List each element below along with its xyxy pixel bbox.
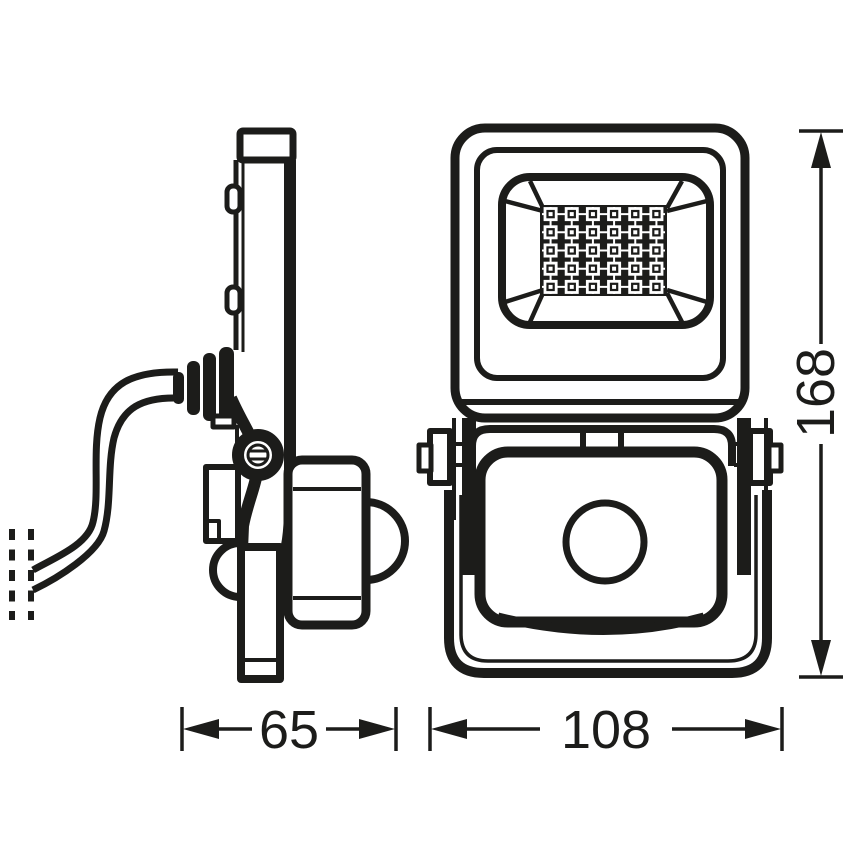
led-chip-die — [633, 284, 638, 289]
stirrup-outer — [444, 490, 772, 678]
corner-line — [527, 180, 546, 209]
side-lens-bump — [209, 539, 241, 601]
led-chip-die — [633, 266, 638, 271]
sensor-module-front — [468, 425, 736, 635]
arrow-left — [183, 719, 219, 739]
led-chip-die — [590, 248, 595, 253]
led-chip-die — [654, 248, 659, 253]
led-chip-die — [612, 284, 617, 289]
corner-line — [504, 287, 544, 305]
led-chip-die — [569, 230, 574, 235]
led-chip-die — [633, 230, 638, 235]
corner-line — [665, 291, 684, 324]
pivot-ring — [232, 429, 284, 481]
dimension-108: 108 — [428, 700, 784, 760]
front-view — [416, 123, 784, 678]
led-chip-die — [612, 212, 617, 217]
led-chip-die — [654, 284, 659, 289]
led-chip-die — [548, 266, 553, 271]
bracket-foot — [237, 543, 284, 683]
led-chip-die — [590, 266, 595, 271]
arrow-down — [811, 640, 831, 676]
reflector-corner-lines — [504, 179, 708, 324]
wall-plate-step — [206, 519, 221, 541]
wall-dashed-lines — [9, 529, 34, 620]
dimension-label-168: 168 — [786, 348, 846, 438]
reflector-frame — [498, 173, 714, 329]
sensor-bottom-arc — [496, 612, 706, 635]
power-cable — [31, 368, 179, 594]
cable-upper-line — [31, 368, 179, 574]
arrow-left — [431, 719, 467, 739]
cable-gland — [173, 347, 237, 430]
wall-plate — [203, 464, 241, 544]
led-chip-die — [654, 266, 659, 271]
led-chip-die — [654, 230, 659, 235]
body-clip-upper — [224, 183, 243, 215]
corner-line — [504, 198, 544, 214]
sensor-box-side — [283, 455, 371, 630]
wing-bolt-right — [766, 442, 784, 474]
mounting-bracket-side — [203, 464, 284, 683]
sensor-lens-side — [365, 498, 409, 584]
stirrup-inner — [459, 495, 758, 663]
top-cap — [236, 127, 297, 164]
reflector — [498, 173, 714, 329]
led-chip-die — [548, 284, 553, 289]
led-chip-die — [590, 212, 595, 217]
body-clip-lower — [224, 284, 243, 316]
led-chip-die — [654, 212, 659, 217]
dimension-168: 168 — [786, 129, 846, 679]
pir-lens-circle — [562, 499, 648, 585]
led-chip-die — [633, 248, 638, 253]
led-grid — [542, 207, 665, 294]
gland-rib-2 — [187, 361, 200, 415]
mounting-bracket-front — [416, 418, 784, 678]
led-chip-die — [590, 284, 595, 289]
led-chip-die — [569, 248, 574, 253]
wing-bolt-left — [416, 442, 434, 474]
led-chip-die — [548, 212, 553, 217]
led-chip-die — [569, 284, 574, 289]
corner-line — [666, 287, 708, 305]
led-chip-die — [548, 248, 553, 253]
arrow-right — [745, 719, 781, 739]
led-chip-die — [590, 230, 595, 235]
sensor-module-side — [283, 455, 409, 630]
arrow-right — [359, 719, 395, 739]
side-view — [9, 127, 409, 683]
led-chip-die — [548, 230, 553, 235]
dimension-label-108: 108 — [561, 700, 651, 760]
cable-lower-line — [31, 394, 179, 594]
pivot-inner-circle — [246, 443, 270, 467]
housing-inner — [474, 147, 726, 381]
led-chip-die — [569, 266, 574, 271]
corner-line — [666, 198, 708, 214]
corner-line — [527, 292, 546, 323]
dimension-label-65: 65 — [259, 700, 319, 760]
gland-rib-3 — [203, 353, 216, 421]
dimension-65: 65 — [180, 700, 398, 760]
led-chip-die — [569, 212, 574, 217]
corner-line — [665, 179, 684, 210]
pivot-screw — [232, 429, 284, 481]
led-chip-die — [612, 266, 617, 271]
gland-rib-4 — [219, 347, 234, 425]
led-chip-die — [612, 248, 617, 253]
arrow-up — [811, 132, 831, 168]
gland-rib-1 — [173, 372, 184, 404]
led-chip-die — [633, 212, 638, 217]
led-array — [540, 205, 667, 296]
led-chip-die — [612, 230, 617, 235]
gland-locknut — [210, 413, 237, 430]
